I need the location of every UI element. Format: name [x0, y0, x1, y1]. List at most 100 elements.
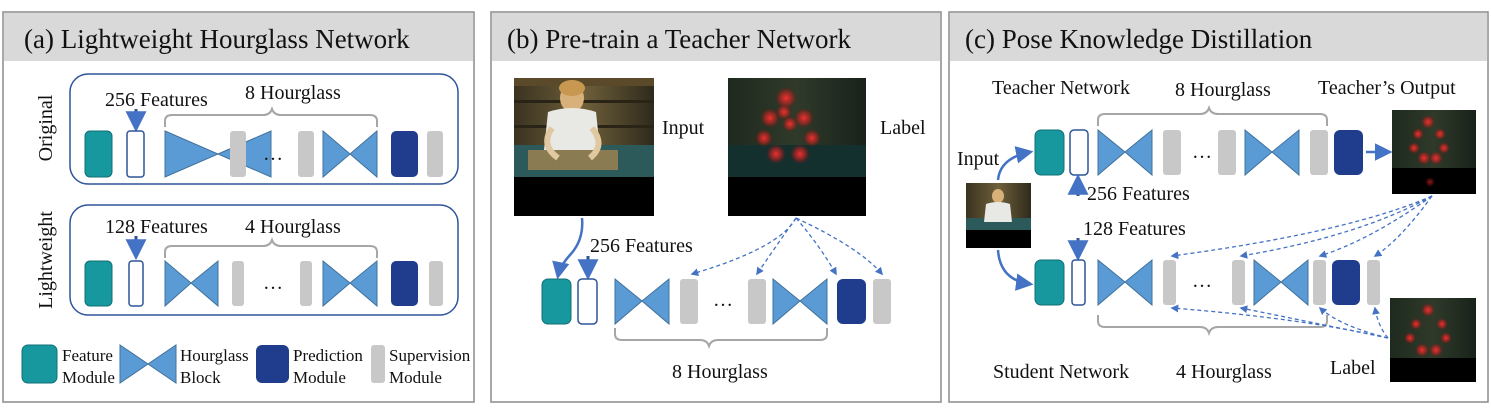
- c-teacher-hourglass-1: [1097, 128, 1153, 177]
- legend-feature-line1: Feature: [62, 346, 113, 365]
- b-ellipsis: …: [713, 289, 733, 311]
- legend-supervision-line2: Module: [389, 368, 442, 387]
- c-input-to-teacher-arrow: [996, 146, 1034, 181]
- panel-a-title: (a) Lightweight Hourglass Network: [24, 24, 410, 54]
- c-teacher-supervision-arrows: [1170, 195, 1433, 260]
- original-hourglass-block-2: [322, 129, 378, 179]
- b-hourglass-label: 8 Hourglass: [672, 361, 768, 383]
- original-feature-map: [126, 130, 145, 178]
- original-prediction-module: [391, 131, 418, 177]
- legend-hourglass-swatch: [119, 344, 177, 384]
- b-feature-module: [541, 278, 572, 325]
- legend-feature-line2: Module: [62, 368, 115, 387]
- c-teacher-brace: [1097, 104, 1328, 126]
- c-student-feature-map: [1071, 259, 1086, 306]
- c-student-brace: [1097, 315, 1328, 337]
- c-student-hourglass-label: 4 Hourglass: [1176, 361, 1272, 383]
- c-label-image: [1390, 298, 1476, 382]
- lightweight-hourglass-block-1: [164, 259, 219, 308]
- b-features-label: 256 Features: [590, 235, 693, 257]
- c-student-features-label: 128 Features: [1083, 218, 1186, 240]
- c-student-ellipsis: …: [1192, 270, 1212, 292]
- original-supervision-2: [298, 131, 314, 177]
- label-image: [728, 78, 866, 216]
- c-teacher-ellipsis: …: [1192, 141, 1212, 163]
- lightweight-prediction-module: [391, 261, 418, 306]
- legend-hourglass-line2: Block: [180, 368, 221, 387]
- lightweight-supervision-1: [232, 261, 244, 306]
- b-input-label: Input: [662, 117, 705, 139]
- b-supervision-2: [748, 279, 766, 324]
- c-student-hourglass-2: [1253, 258, 1309, 307]
- original-side-label: Original: [35, 94, 57, 161]
- panel-c-border: [948, 11, 1489, 403]
- c-input-to-student-arrow: [996, 249, 1034, 291]
- c-label-label: Label: [1330, 357, 1376, 379]
- panel-b: (b) Pre-train a Teacher Network Input: [490, 11, 942, 403]
- lightweight-hourglass-block-2: [322, 259, 378, 308]
- c-input-image: [966, 183, 1031, 248]
- lightweight-supervision-2: [300, 261, 312, 306]
- lightweight-group-box: [69, 204, 459, 316]
- lightweight-feature-module: [84, 260, 113, 307]
- b-label-label: Label: [880, 117, 926, 139]
- b-supervision-1: [680, 279, 698, 324]
- panel-c-header: [950, 13, 1487, 61]
- c-teacher-supervision-3: [1310, 130, 1328, 175]
- lightweight-ellipsis: …: [263, 272, 283, 294]
- panel-a: (a) Lightweight Hourglass Network Origin…: [2, 11, 475, 403]
- legend-hourglass-line1: Hourglass: [180, 346, 249, 365]
- lightweight-hourglass-brace: [164, 236, 378, 258]
- original-hourglass-brace: [164, 105, 378, 127]
- b-label-supervision-arrows: [690, 217, 884, 276]
- legend-supervision-line1: Supervision: [389, 346, 471, 365]
- c-teacher-prediction: [1334, 130, 1363, 175]
- c-teacher-features-label: 256 Features: [1087, 183, 1190, 205]
- b-feature-map: [577, 278, 598, 325]
- c-teacher-feature-map: [1069, 129, 1089, 176]
- c-teacher-output-label: Teacher’s Output: [1318, 77, 1456, 99]
- original-supervision-1: [230, 131, 246, 177]
- c-student-feature-module: [1034, 259, 1065, 306]
- original-features-label: 256 Features: [105, 89, 208, 111]
- c-teacher-supervision-1: [1163, 130, 1181, 175]
- c-label-supervision-arrows: [1170, 304, 1389, 339]
- panel-a-border: [2, 11, 475, 403]
- original-ellipsis: …: [263, 143, 283, 165]
- original-hourglass-label: 8 Hourglass: [245, 82, 341, 104]
- lightweight-network: Lightweight 128 Features 4 Hourglass …: [35, 204, 459, 316]
- b-hourglass-brace: [614, 328, 828, 350]
- panel-a-header: [4, 13, 473, 61]
- original-supervision-3: [427, 131, 443, 177]
- c-teacher-label: Teacher Network: [992, 77, 1130, 99]
- b-supervision-3: [873, 279, 891, 324]
- legend-prediction-line2: Module: [293, 368, 346, 387]
- c-student-prediction: [1332, 260, 1360, 305]
- panel-c-title: (c) Pose Knowledge Distillation: [965, 24, 1313, 54]
- lightweight-features-label: 128 Features: [105, 216, 208, 238]
- input-image: [514, 78, 654, 216]
- b-hourglass-block-2: [772, 277, 828, 326]
- original-group-box: [69, 73, 459, 185]
- lightweight-feature-map: [128, 260, 144, 307]
- c-student-hourglass-1: [1097, 258, 1153, 307]
- lightweight-supervision-3: [429, 261, 443, 306]
- c-student-supervision-2: [1232, 260, 1245, 305]
- original-network: Original 256 Features 8 Hourglass …: [35, 73, 459, 185]
- c-student-label: Student Network: [993, 361, 1129, 383]
- legend: Feature Module Hourglass Block Predictio…: [21, 344, 471, 387]
- c-teacher-output-image: [1392, 110, 1476, 194]
- legend-prediction-swatch: [256, 345, 289, 383]
- panel-b-title: (b) Pre-train a Teacher Network: [507, 24, 851, 54]
- c-student-supervision-1: [1163, 260, 1176, 305]
- original-feature-module: [84, 130, 113, 178]
- c-teacher-feature-module: [1034, 129, 1065, 176]
- legend-supervision-swatch: [371, 345, 385, 383]
- lightweight-side-label: Lightweight: [35, 211, 57, 309]
- c-input-label: Input: [957, 148, 1000, 170]
- b-hourglass-block-1: [614, 277, 670, 326]
- panel-b-header: [492, 13, 940, 61]
- c-teacher-supervision-2: [1218, 130, 1236, 175]
- legend-feature-swatch: [21, 344, 58, 384]
